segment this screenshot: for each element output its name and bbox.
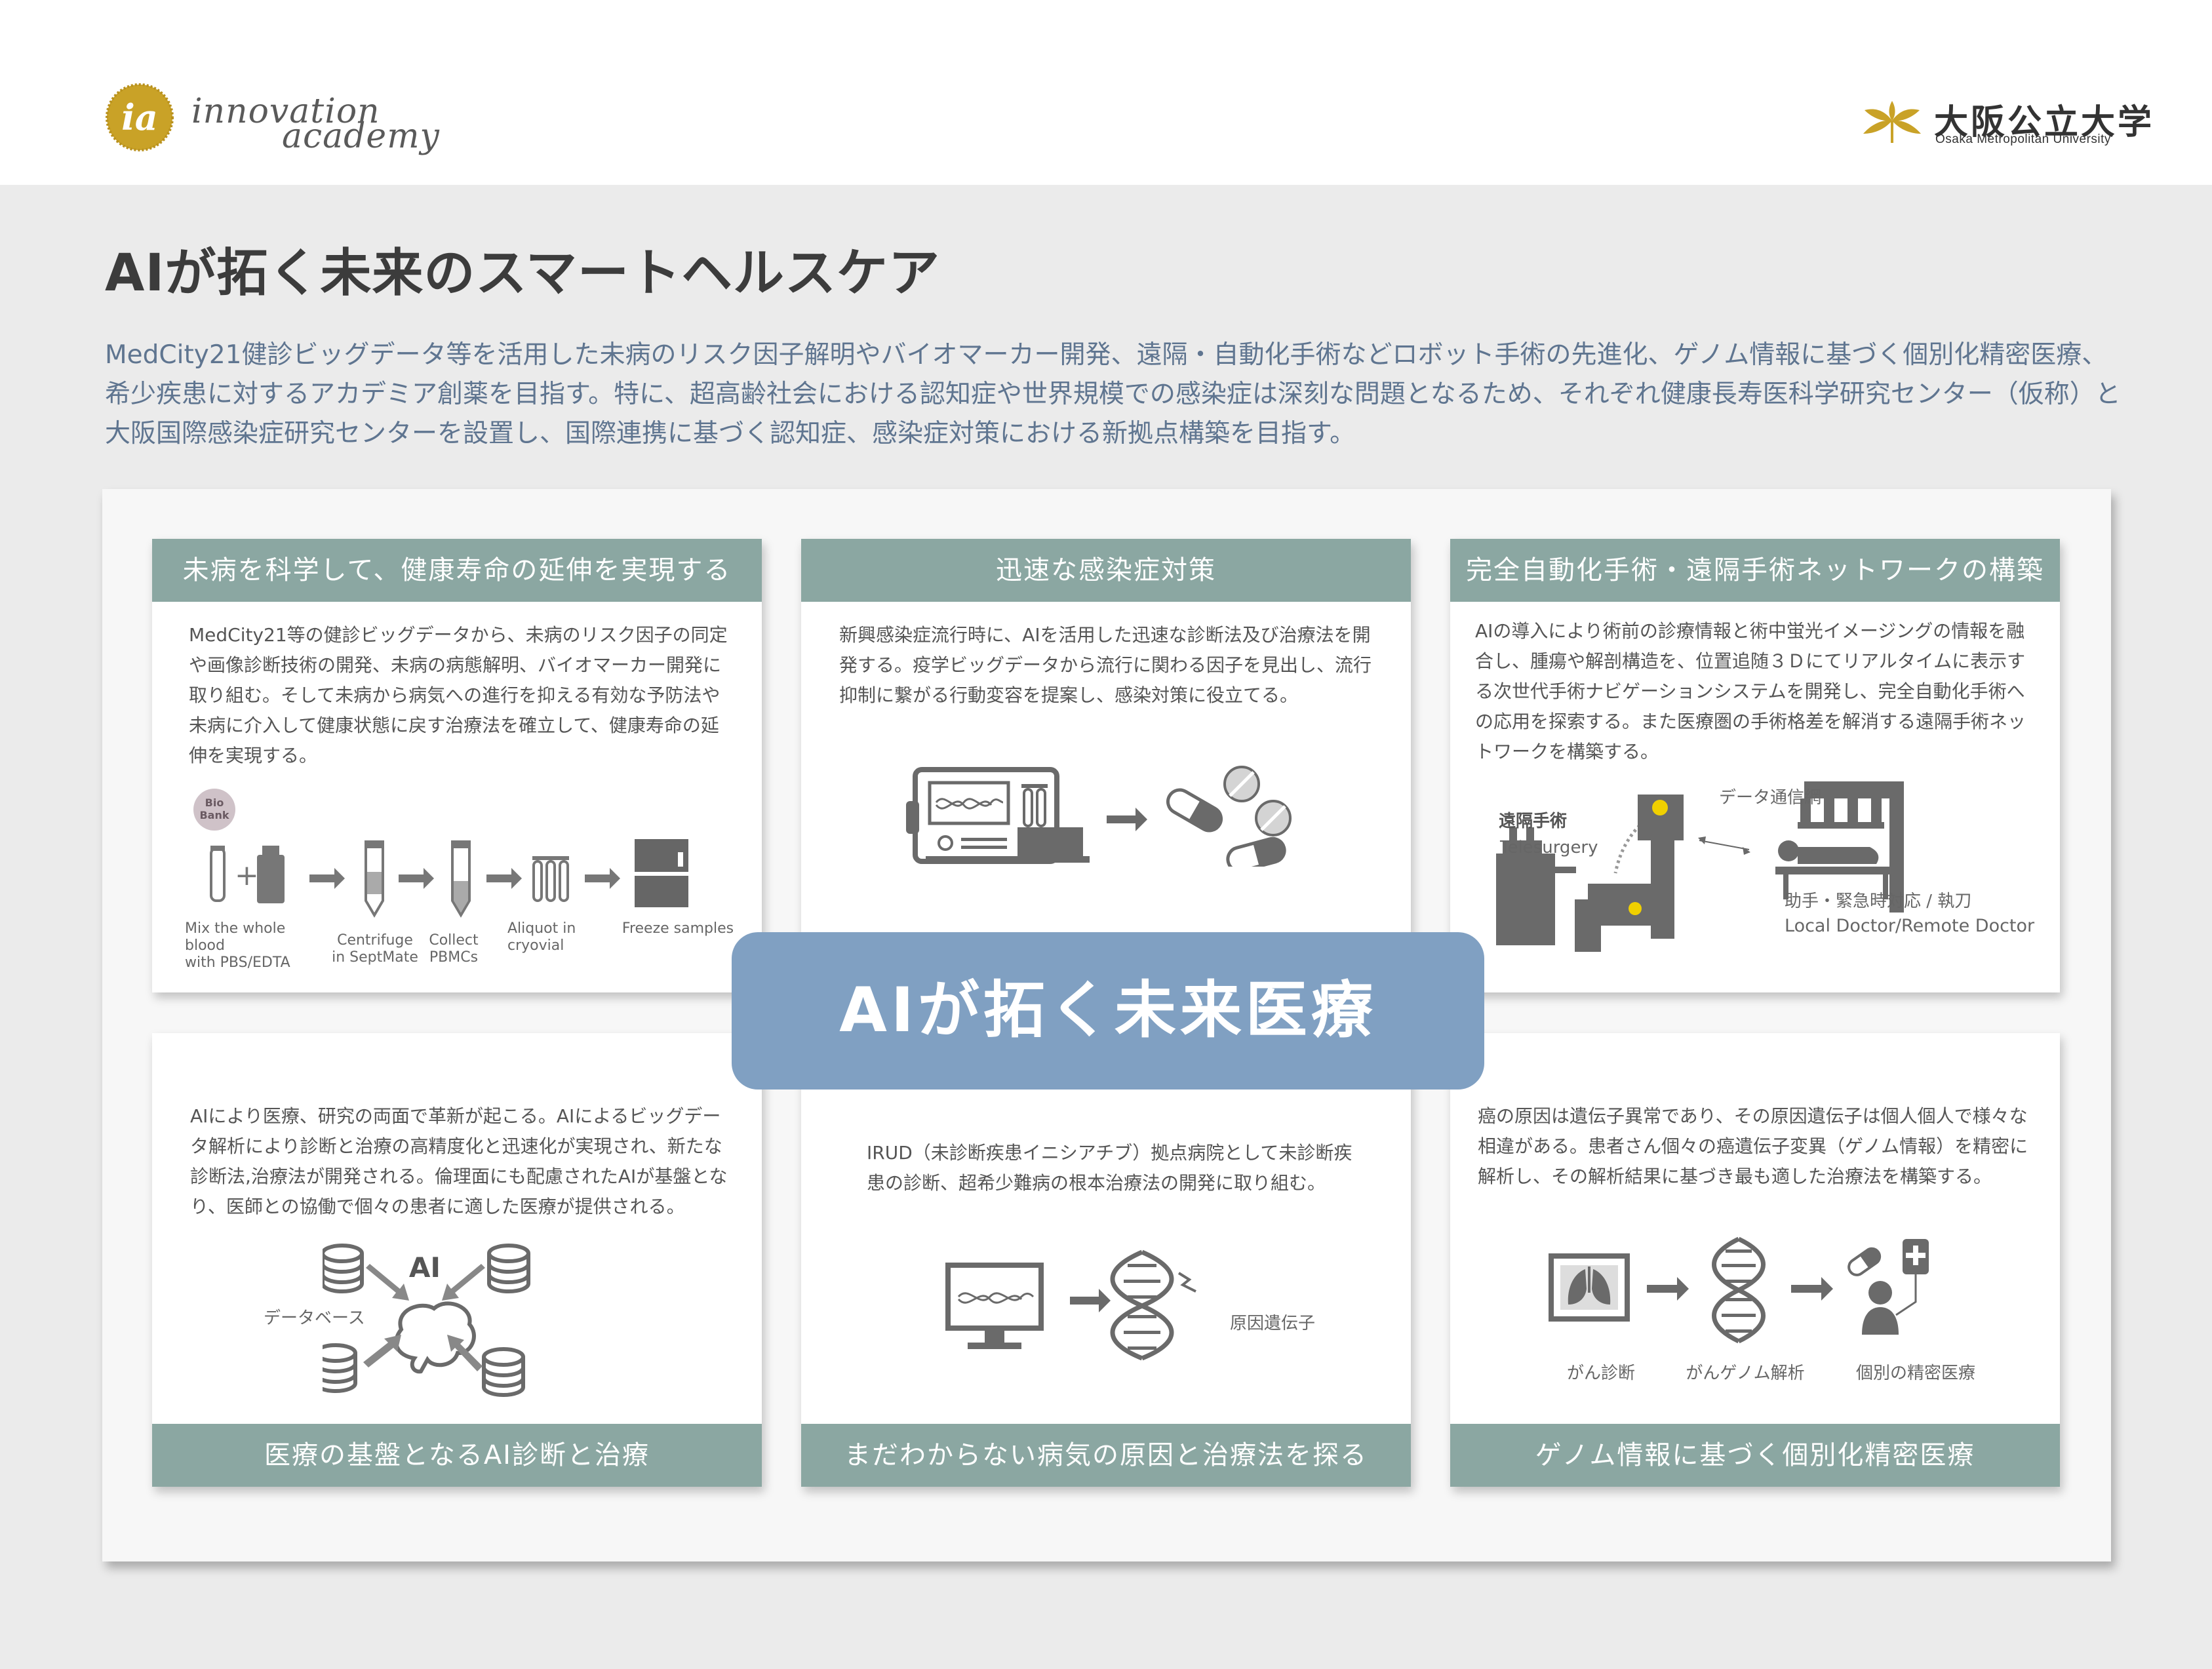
card-heading: 医療の基盤となるAI診断と治療 [152,1424,762,1487]
card-infection: 迅速な感染症対策 新興感染症流行時に、AIを活用した迅速な診断法及び治療法を開発… [801,539,1411,992]
card-body-text: MedCity21等の健診ビッグデータから、未病のリスク因子の同定や画像診断技術… [189,624,728,766]
omu-name-en: Osaka Metropolitan University [1935,132,2111,146]
card-heading: 完全自動化手術・遠隔手術ネットワークの構築 [1450,539,2060,602]
card-body-text: AIの導入により術前の診療情報と術中蛍光イメージングの情報を融合し、腫瘍や解剖構… [1475,620,2026,762]
content-board: 未病を科学して、健康寿命の延伸を実現する MedCity21等の健診ビッグデータ… [102,489,2111,1561]
step-caption-freeze: Freeze samples [622,920,734,937]
intro-paragraph: MedCity21健診ビッグデータ等を活用した未病のリスク因子解明やバイオマーカ… [105,340,2121,448]
label-remote-surgery-en: Telesurgery [1500,838,1598,857]
step-caption-cancer-diagnosis: がん診断 [1566,1364,1635,1383]
card-undiagnosed-disease: IRUD（未診断疾患イニシアチブ）拠点病院として未診断疾患の診断、超希少難病の根… [801,1033,1411,1487]
logo-text-innovation: innovation [191,92,380,131]
label-local-doctor-en: Local Doctor/Remote Doctor [1785,916,2035,936]
label-data-network: データ通信網 [1719,788,1822,808]
card-body-text: 癌の原因は遺伝子異常であり、その原因遺伝子は個人個人で様々な相違がある。患者さん… [1478,1105,2028,1187]
header-bar: ia innovation academy 大阪公立大学 Osaka Metro… [0,0,2212,185]
telesurgery-robot-icon [1496,781,1904,952]
omu-ginkgo-logo-icon [1863,101,1921,143]
label-causative-gene: 原因遺伝子 [1230,1314,1316,1333]
card-heading: ゲノム情報に基づく個別化精密医療 [1450,1424,2060,1487]
card-mibyo: 未病を科学して、健康寿命の延伸を実現する MedCity21等の健診ビッグデータ… [152,539,762,992]
biobank-process-icon: + [210,839,688,918]
ai-database-brain-icon: AI [323,1244,530,1397]
card-body-text: 新興感染症流行時に、AIを活用した迅速な診断法及び治療法を開発する。疫学ビッグデ… [839,624,1372,706]
step-caption-precision-medicine: 個別の精密医療 [1855,1364,1975,1383]
card-heading: 迅速な感染症対策 [801,539,1411,602]
page-title: AIが拓く未来のスマートヘルスケア [105,244,941,303]
svg-text:+: + [235,859,259,892]
svg-text:Bank: Bank [199,809,229,821]
label-database: データベース [264,1308,365,1328]
svg-text:AI: AI [409,1251,441,1284]
cancer-genome-treatment-icon [1549,1236,1929,1344]
card-ai-diagnosis: AIにより医療、研究の両面で革新が起こる。AIによるビッグデータ解析により診断と… [152,1033,762,1487]
omu-name-jp: 大阪公立大学 [1934,103,2155,142]
monitor-dna-icon [945,1249,1196,1361]
logo-text-academy: academy [282,117,440,156]
innovation-academy-logo-icon: ia [106,83,174,151]
label-local-doctor-jp: 助手・緊急時対応 / 執刀 [1785,892,1972,911]
card-body-text: AIにより医療、研究の両面で革新が起こる。AIによるビッグデータ解析により診断と… [190,1105,728,1217]
step-caption-cancer-genome: がんゲノム解析 [1686,1364,1805,1383]
card-heading: 未病を科学して、健康寿命の延伸を実現する [152,539,762,602]
svg-text:Bio: Bio [205,796,224,809]
card-heading: まだわからない病気の原因と治療法を探る [801,1424,1411,1487]
card-genomic-medicine: 癌の原因は遺伝子異常であり、その原因遺伝子は個人個人で様々な相違がある。患者さん… [1450,1033,2060,1487]
label-remote-surgery-jp: 遠隔手術 [1499,812,1568,831]
card-robotic-surgery: 完全自動化手術・遠隔手術ネットワークの構築 AIの導入により術前の診療情報と術中… [1450,539,2060,992]
biobank-badge-icon: Bio Bank [193,789,235,831]
center-banner: AIが拓く未来医療 [732,932,1484,1090]
card-body-text: IRUD（未診断疾患イニシアチブ）拠点病院として未診断疾患の診断、超希少難病の根… [867,1142,1353,1194]
diagnostic-device-pills-icon [906,766,1292,867]
svg-text:ia: ia [121,96,158,138]
